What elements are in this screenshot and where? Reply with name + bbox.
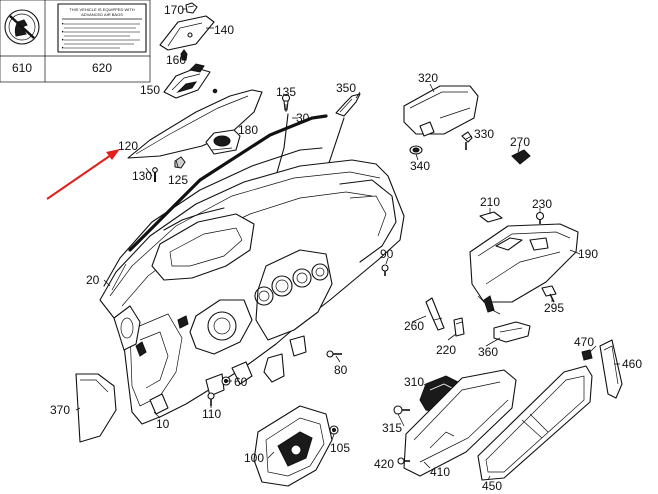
sticker-line-1: THIS VEHICLE IS EQUIPPED WITH: [69, 7, 134, 12]
part-360: [493, 321, 531, 343]
part-180: [205, 129, 241, 155]
red-arrow-icon: [46, 149, 120, 200]
part-210: [479, 211, 503, 223]
part-60: [221, 376, 231, 386]
part-160: [180, 49, 188, 61]
callout-105: 105: [330, 441, 350, 455]
callout-340: 340: [410, 159, 430, 173]
part-80: [326, 350, 342, 358]
callout-410: 410: [430, 465, 450, 479]
callout-170: 170: [164, 3, 184, 17]
callout-120: 120: [118, 139, 138, 153]
part-170: [182, 2, 198, 14]
part-350-strip: [335, 93, 361, 117]
part-330: [461, 131, 473, 150]
callout-260: 260: [404, 319, 424, 333]
part-220: [453, 317, 465, 337]
part-340: [409, 145, 423, 155]
callout-460: 460: [622, 357, 642, 371]
label-610: 610: [12, 61, 32, 75]
part-470: [581, 349, 593, 361]
part-260: [425, 297, 445, 331]
label-620: 620: [92, 61, 112, 75]
callout-270: 270: [510, 135, 530, 149]
header-box: THIS VEHICLE IS EQUIPPED WITH ADVANCED A…: [0, 0, 151, 83]
part-230: [535, 211, 545, 224]
part-90: [381, 264, 389, 276]
callout-80: 80: [334, 363, 348, 377]
airbag-warning-sticker: THIS VEHICLE IS EQUIPPED WITH ADVANCED A…: [57, 3, 147, 53]
part-100-lower-trim: [253, 405, 333, 487]
callout-370: 370: [50, 403, 70, 417]
part-105: [329, 425, 339, 435]
part-450-frame: [477, 365, 593, 481]
part-140: [159, 15, 215, 51]
part-370: [75, 373, 117, 443]
callout-110: 110: [202, 407, 221, 421]
part-295: [541, 285, 557, 303]
part-420: [397, 457, 410, 465]
callout-20: 20: [86, 273, 100, 287]
callout-230: 230: [532, 197, 552, 211]
callout-135: 135: [276, 85, 296, 99]
part-30-strip: [128, 114, 328, 253]
callout-295: 295: [544, 301, 564, 315]
callout-420: 420: [374, 457, 394, 471]
callout-60: 60: [234, 375, 248, 389]
callout-350: 350: [336, 81, 356, 95]
leader-lines: [75, 83, 620, 481]
part-410-panel: [403, 369, 517, 477]
part-190-glovebox: [469, 223, 579, 315]
part-130: [152, 167, 158, 182]
callout-220: 220: [436, 343, 456, 357]
part-10-dashboard: [99, 159, 405, 425]
callout-140: 140: [214, 23, 234, 37]
callout-180: 180: [238, 123, 258, 137]
callout-450: 450: [482, 479, 502, 493]
callout-315: 315: [382, 421, 402, 435]
callout-360: 360: [478, 345, 498, 359]
callout-10: 10: [156, 417, 170, 431]
callout-labels: 170 140 160 150 120 130 125 180 135 30 3…: [50, 3, 642, 493]
callout-310: 310: [404, 375, 424, 389]
callout-100: 100: [244, 451, 264, 465]
callout-470: 470: [574, 335, 594, 349]
part-110: [207, 392, 215, 406]
callout-320: 320: [418, 71, 438, 85]
part-320: [403, 85, 479, 137]
callout-330: 330: [474, 127, 494, 141]
part-315: [393, 405, 410, 415]
part-270: [511, 149, 531, 165]
part-150: [163, 63, 211, 99]
part-460: [599, 339, 623, 399]
callout-190: 190: [578, 247, 598, 261]
callout-125: 125: [168, 173, 188, 187]
callout-150: 150: [140, 83, 160, 97]
callout-210: 210: [480, 195, 500, 209]
sticker-line-2: ADVANCED AIR BAGS: [81, 12, 123, 17]
callout-30: 30: [296, 111, 310, 125]
part-120-trim-panel: [127, 88, 263, 159]
no-child-seat-icon: [4, 9, 40, 45]
callout-90: 90: [380, 247, 394, 261]
callout-130: 130: [132, 169, 152, 183]
callout-160: 160: [166, 53, 186, 67]
part-20-cover: [103, 147, 323, 291]
